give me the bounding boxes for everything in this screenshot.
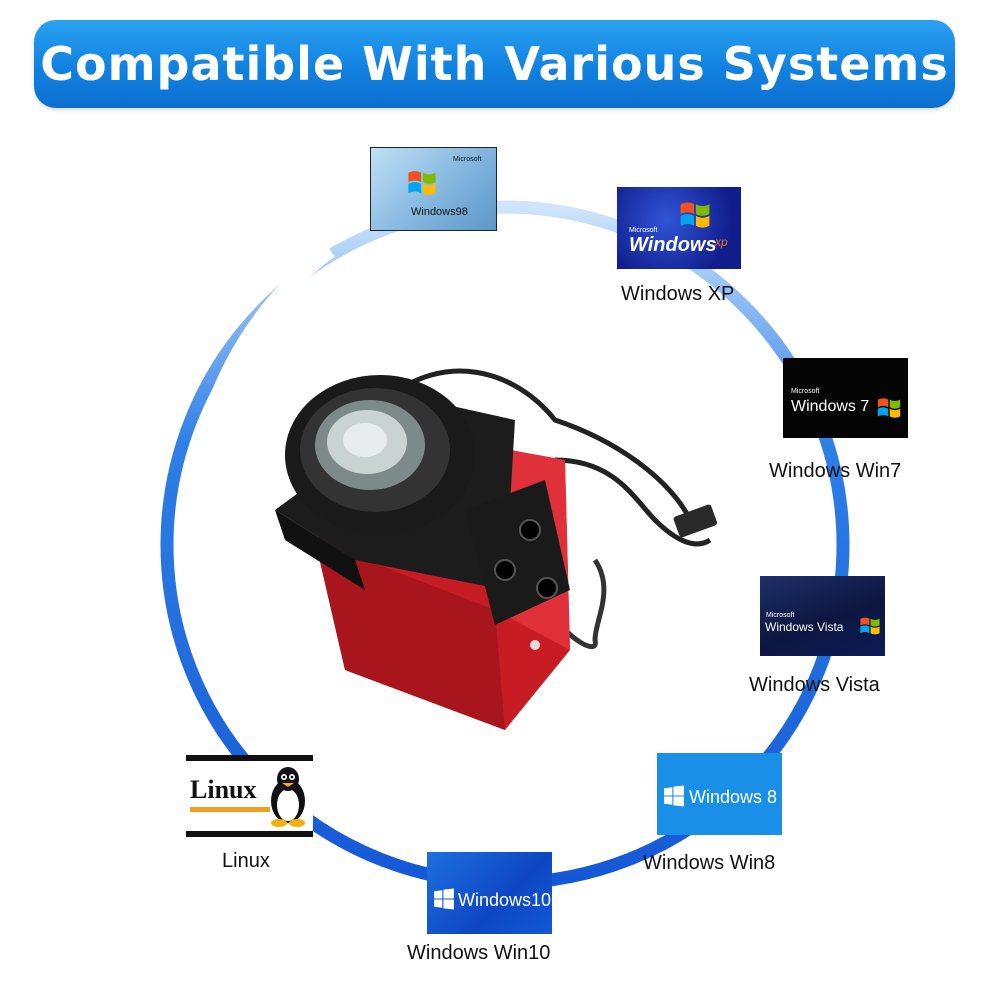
- windows-logo-icon: [664, 785, 684, 807]
- windows10-tile-text: Windows10: [458, 890, 552, 910]
- tux-penguin-icon: [271, 767, 305, 827]
- windows-flag-icon: [408, 171, 436, 195]
- windows10-label: Windows Win10: [407, 942, 551, 964]
- windows-vista-tile-text: Windows Vista: [765, 620, 844, 634]
- linux-label: Linux: [222, 850, 270, 872]
- windows98-tile-text: Windows98: [411, 206, 468, 218]
- windows-xp-label: Windows XP: [621, 283, 735, 305]
- title-banner: Compatible With Various Systems: [34, 20, 955, 108]
- linux-underline: [190, 807, 270, 812]
- windows-vista-label: Windows Vista: [749, 674, 880, 696]
- windows-xp-tile: Microsoft Windows xp: [617, 187, 741, 269]
- windows7-tile-text: Windows 7: [791, 398, 870, 415]
- microsoft-brand: Microsoft: [766, 612, 795, 619]
- windows-xp-suffix: xp: [715, 235, 728, 249]
- microsoft-brand: Microsoft: [453, 156, 482, 163]
- windows-flag-icon: [877, 398, 901, 418]
- windows-xp-tile-text: Windows: [629, 234, 717, 256]
- windows-vista-tile: Microsoft Windows Vista: [760, 576, 885, 656]
- windows8-label: Windows Win8: [643, 852, 776, 874]
- linux-tile-text: Linux: [190, 775, 257, 804]
- windows-flag-icon: [860, 617, 880, 635]
- linux-tile: Linux: [186, 755, 313, 837]
- microscope-camera-icon: [275, 368, 718, 730]
- windows7-label: Windows Win7: [769, 460, 902, 482]
- windows8-tile: Windows 8: [657, 753, 782, 835]
- microsoft-brand: Microsoft: [791, 388, 820, 395]
- page-title: Compatible With Various Systems: [40, 37, 949, 91]
- windows-flag-icon: [680, 202, 710, 228]
- windows10-tile: Windows10: [427, 852, 552, 934]
- windows-logo-icon: [434, 888, 454, 910]
- windows7-tile: Microsoft Windows 7: [783, 358, 908, 438]
- windows8-tile-text: Windows 8: [689, 787, 778, 807]
- microsoft-brand: Microsoft: [629, 227, 658, 234]
- windows98-tile: Microsoft Windows98: [370, 147, 497, 231]
